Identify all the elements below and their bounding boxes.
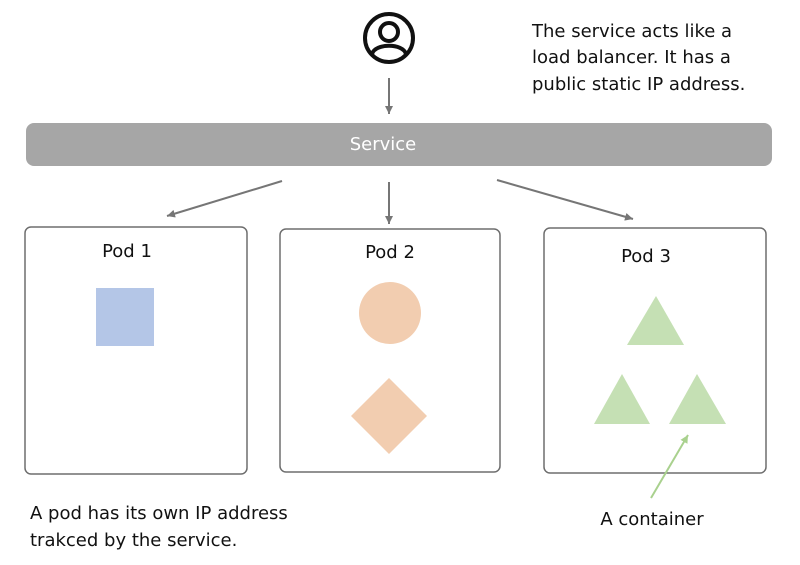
- pod-note-line-1: A pod has its own IP address: [30, 503, 288, 524]
- service-bar: [26, 123, 772, 166]
- service-note-line-1: The service acts like a: [531, 21, 732, 42]
- service-note: The service acts like a load balancer. I…: [531, 21, 745, 95]
- service-note-line-2: load balancer. It has a: [532, 47, 731, 68]
- pod-1: Pod 1: [24, 226, 248, 475]
- user-icon: [363, 12, 415, 64]
- container-square: [96, 288, 154, 346]
- container-diamond: [351, 378, 427, 454]
- pod-3-label: Pod 3: [621, 246, 671, 267]
- pod-2-box: [279, 228, 501, 473]
- container-triangle-top: [627, 296, 684, 345]
- container-pointer-arrow: [650, 434, 689, 499]
- container-triangle-left: [594, 374, 650, 424]
- pod-2: Pod 2: [279, 228, 501, 473]
- service-label: Service: [350, 134, 417, 155]
- container-circle: [359, 282, 421, 344]
- service-to-pod3-arrow: [496, 179, 634, 221]
- service-note-line-3: public static IP address.: [532, 74, 745, 95]
- pod-3: Pod 3: [543, 227, 767, 474]
- pod-1-box: [24, 226, 248, 475]
- pod-note-line-2: trakced by the service.: [30, 530, 237, 551]
- container-triangle-right: [669, 374, 726, 424]
- pod-1-label: Pod 1: [102, 241, 152, 262]
- service-to-pod1-arrow: [166, 180, 283, 218]
- pod-2-label: Pod 2: [365, 242, 415, 263]
- container-note: A container: [600, 509, 704, 530]
- pod-note: A pod has its own IP address trakced by …: [30, 503, 294, 551]
